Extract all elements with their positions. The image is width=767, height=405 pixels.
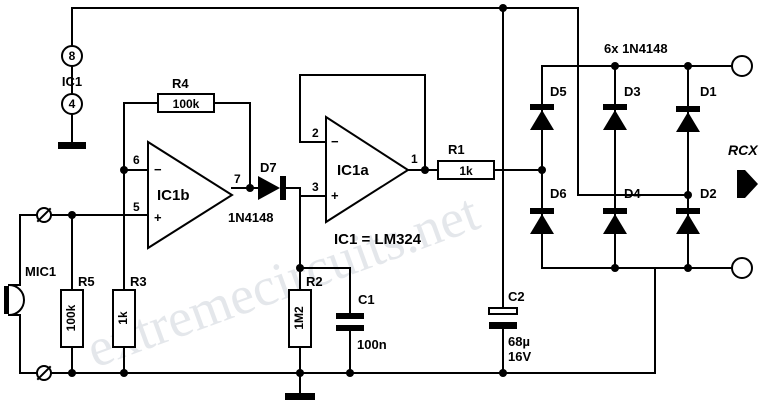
c2-value-1: 68µ: [508, 334, 530, 349]
r3-label: R3: [130, 274, 147, 289]
svg-text:D2: D2: [700, 186, 717, 201]
diode-d4: D4: [603, 186, 641, 234]
pin-4-label: 4: [69, 97, 76, 111]
resistor-r5: 100k R5: [60, 274, 95, 348]
pin-1-label: 1: [411, 152, 418, 166]
junction-dots: [68, 4, 692, 377]
d7-part: 1N4148: [228, 210, 274, 225]
bridge-title: 6x 1N4148: [604, 41, 668, 56]
svg-text:D4: D4: [624, 186, 641, 201]
r2-value: 1M2: [292, 306, 306, 330]
ground-symbol-main: [285, 393, 315, 400]
r5-label: R5: [78, 274, 95, 289]
resistor-r3: 1k R3: [112, 274, 147, 348]
resistor-r2: 1M2 R2: [288, 274, 323, 348]
ic1-label: IC1: [62, 74, 82, 89]
ic1a-plus: +: [331, 188, 339, 203]
pin-6-label: 6: [133, 153, 140, 167]
c1-label: C1: [358, 292, 375, 307]
c2-value-2: 16V: [508, 349, 531, 364]
diode-bridge: 6x 1N4148 D5 D3 D1 D6 D4: [530, 41, 717, 234]
wires: [19, 7, 736, 396]
ic1b-minus: −: [154, 162, 162, 177]
svg-text:D3: D3: [624, 84, 641, 99]
opamp-ic1a: IC1a − + 2 3 1: [312, 115, 418, 224]
r3-value: 1k: [116, 311, 130, 325]
svg-text:D5: D5: [550, 84, 567, 99]
resistor-r1: 1k R1: [437, 142, 495, 180]
svg-text:D1: D1: [700, 84, 717, 99]
pin-2-label: 2: [312, 126, 319, 140]
diode-d1: D1: [676, 84, 717, 132]
r4-label: R4: [172, 76, 189, 91]
diode-d7: D7 1N4148: [228, 160, 301, 225]
r1-value: 1k: [459, 164, 473, 178]
ic1-power-pins: 8 IC1 4: [61, 45, 83, 115]
ic1b-plus: +: [154, 210, 162, 225]
r2-label: R2: [306, 274, 323, 289]
c2-label: C2: [508, 289, 525, 304]
rcx-arrow-icon: [737, 170, 758, 198]
r4-value: 100k: [173, 97, 200, 111]
pin-8-label: 8: [69, 49, 76, 63]
d7-label: D7: [260, 160, 277, 175]
diode-d5: D5: [530, 84, 567, 130]
capacitor-c1: C1 100n: [336, 292, 387, 352]
ic1-part-label: IC1 = LM324: [334, 231, 422, 248]
ground-symbol-ic1: [58, 142, 86, 149]
ic1a-label: IC1a: [337, 162, 369, 179]
c1-value: 100n: [357, 337, 387, 352]
mic1-label: MIC1: [25, 264, 56, 279]
r1-label: R1: [448, 142, 465, 157]
ic1a-minus: −: [331, 134, 339, 149]
pin-5-label: 5: [133, 200, 140, 214]
svg-text:D6: D6: [550, 186, 567, 201]
pin-7-label: 7: [234, 172, 241, 186]
diode-d6: D6: [530, 186, 567, 234]
microphone-mic1: MIC1: [4, 207, 56, 381]
output-terminals: RCX: [728, 55, 759, 279]
diode-d2: D2: [676, 186, 717, 234]
r5-value: 100k: [64, 304, 78, 331]
pin-3-label: 3: [312, 180, 319, 194]
rcx-label: RCX: [728, 142, 759, 158]
diode-d3: D3: [603, 84, 641, 130]
ic1b-label: IC1b: [157, 187, 190, 204]
resistor-r4: 100k R4: [157, 76, 215, 113]
opamp-ic1b: IC1b − + 6 5 7: [133, 140, 241, 250]
capacitor-c2: C2 68µ 16V: [488, 289, 531, 364]
